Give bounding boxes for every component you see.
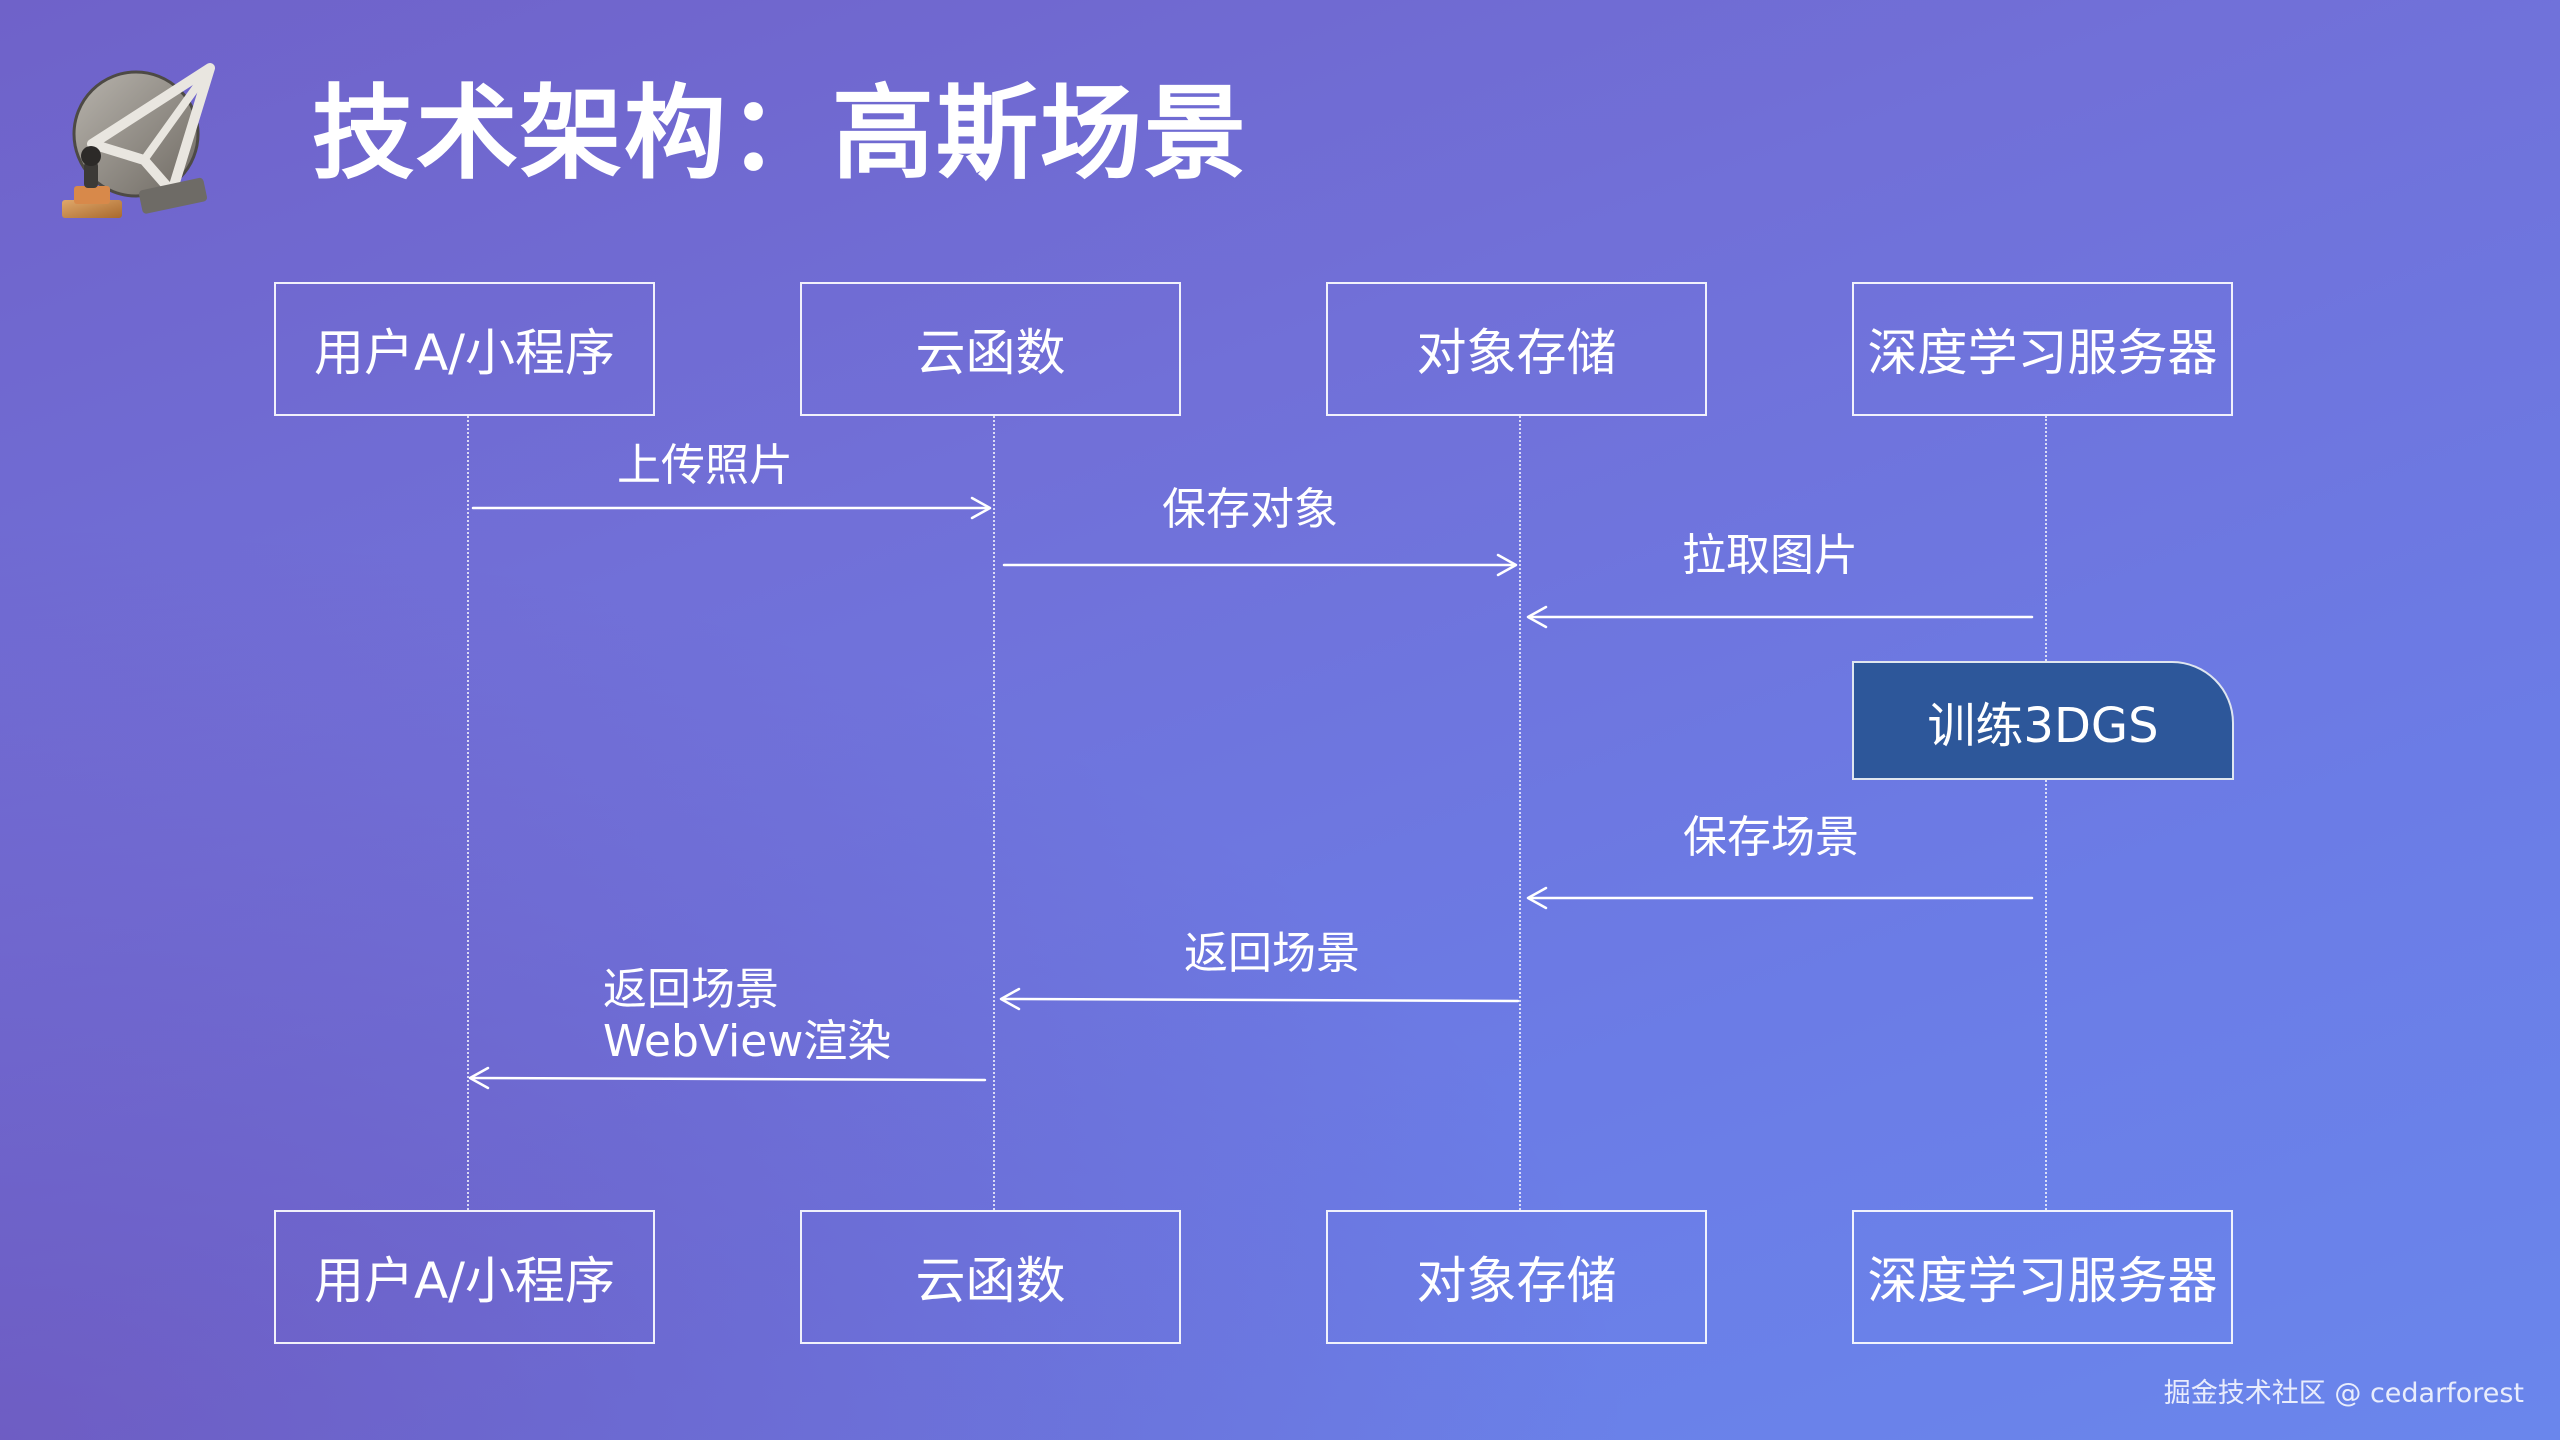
label-return-scene-storage: 返回场景: [1184, 928, 1360, 979]
arrow-save-object: [1002, 553, 1518, 577]
arrow-save-scene: [1526, 886, 2034, 910]
participant-dl-server-bottom: 深度学习服务器: [1852, 1210, 2233, 1344]
participant-dl-server-top: 深度学习服务器: [1852, 282, 2233, 416]
lifeline-cloud-function: [993, 416, 995, 1210]
participant-object-storage-top: 对象存储: [1326, 282, 1707, 416]
lifeline-object-storage: [1519, 416, 1521, 1210]
arrow-return-scene-user: [468, 1066, 987, 1090]
label-save-scene: 保存场景: [1683, 812, 1859, 863]
arrow-return-scene-storage: [999, 987, 1520, 1011]
lifeline-dl-server-upper: [2045, 416, 2047, 661]
participant-user-bottom: 用户A/小程序: [274, 1210, 655, 1344]
page-title: 技术架构：高斯场景: [312, 75, 1248, 194]
label-webview-render: WebView渲染: [603, 1016, 892, 1067]
participant-cloud-function-bottom: 云函数: [800, 1210, 1181, 1344]
participant-object-storage-bottom: 对象存储: [1326, 1210, 1707, 1344]
participant-cloud-function-top: 云函数: [800, 282, 1181, 416]
lifeline-dl-server-lower: [2045, 780, 2047, 1210]
arrow-pull-image: [1526, 605, 2034, 629]
participant-user-top: 用户A/小程序: [274, 282, 655, 416]
label-pull-image: 拉取图片: [1682, 530, 1858, 581]
train-3dgs-box: 训练3DGS: [1852, 661, 2234, 780]
label-return-scene-user: 返回场景: [603, 964, 779, 1015]
paper-plane-logo-icon: [62, 63, 215, 218]
label-save-object: 保存对象: [1162, 484, 1338, 535]
arrow-upload-photo: [471, 496, 992, 520]
lifeline-user: [467, 416, 469, 1210]
watermark: 掘金技术社区 @ cedarforest: [2163, 1378, 2524, 1409]
label-upload-photo: 上传照片: [617, 440, 793, 491]
